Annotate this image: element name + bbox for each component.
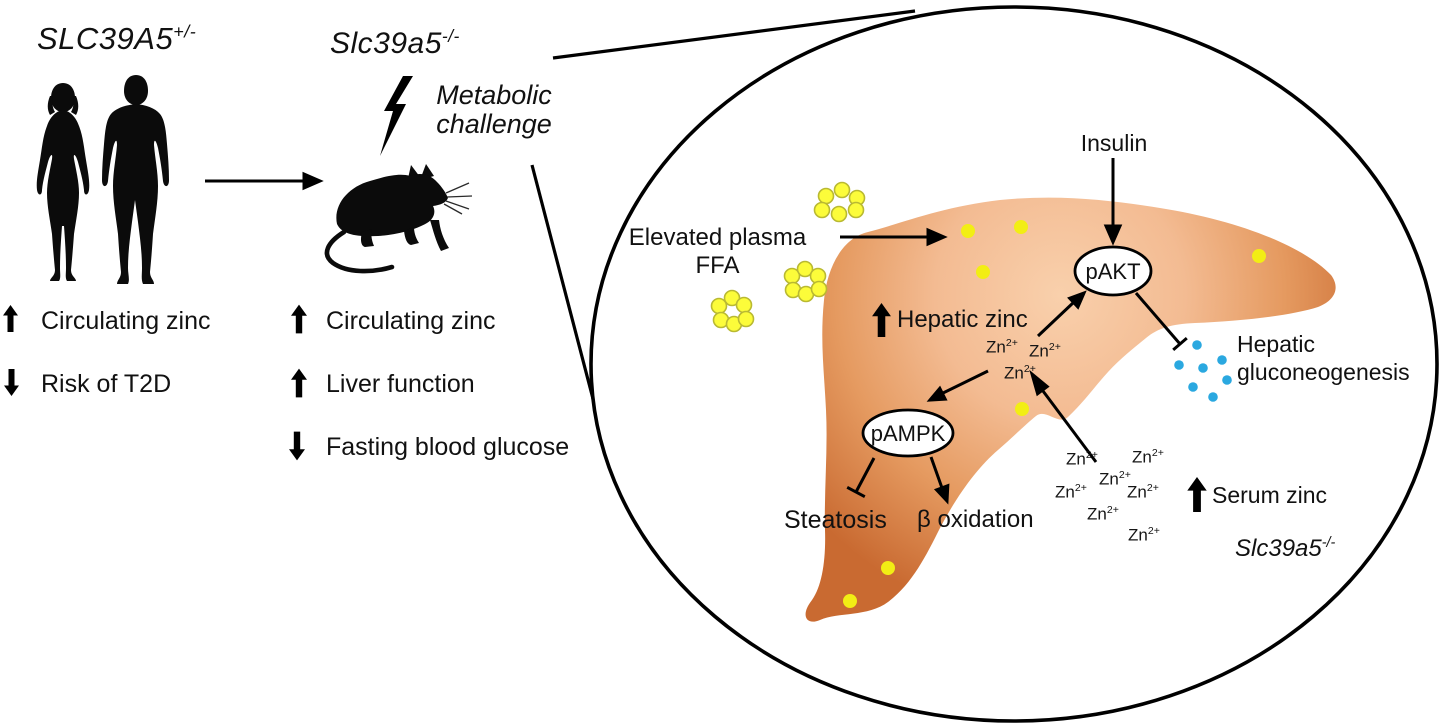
hepatic-zinc-label: Hepatic zinc bbox=[897, 306, 1028, 333]
glucose-dots bbox=[1174, 340, 1232, 402]
mouse-whiskers bbox=[443, 182, 473, 215]
zinc-to-pakt-arrow bbox=[1036, 300, 1076, 338]
male-silhouette-icon bbox=[102, 75, 169, 284]
down-arrow-icon bbox=[4, 369, 19, 396]
metabolic-challenge-label: Metabolic challenge bbox=[436, 80, 552, 139]
pakt-node bbox=[1073, 245, 1153, 297]
hepatic-gluconeogenesis-label: Hepatic gluconeogenesis bbox=[1237, 331, 1410, 385]
ffa-cluster-3 bbox=[710, 289, 755, 333]
zinc-to-pampk-arrow bbox=[940, 369, 989, 396]
pampk-inhibits-steatosis-tbar bbox=[854, 457, 876, 493]
serum-zinc-label: Serum zinc bbox=[1212, 482, 1328, 508]
zoom-line-top bbox=[552, 9, 916, 60]
female-silhouette-icon bbox=[36, 83, 90, 281]
mouse-icon bbox=[324, 164, 473, 274]
pampk-to-betaox-arrow bbox=[929, 456, 944, 489]
pampk-label: pAMPK bbox=[870, 421, 946, 446]
elevated-plasma-ffa-label: Elevated plasma FFA bbox=[628, 224, 807, 279]
mouse-effect-circulating-zinc: Circulating zinc bbox=[326, 307, 496, 335]
pathway-arrows bbox=[205, 158, 1188, 505]
ffa-cluster-2 bbox=[783, 260, 828, 303]
mouse-effect-fasting-glucose: Fasting blood glucose bbox=[326, 433, 570, 461]
pakt-label: pAKT bbox=[1085, 259, 1141, 284]
zinc-ion-label: Zn2+ bbox=[1128, 525, 1160, 545]
beta-oxidation-label: β oxidation bbox=[917, 506, 1034, 533]
pakt-inhibits-gluconeogenesis-tbar bbox=[1134, 292, 1182, 345]
ffa-clusters bbox=[710, 181, 866, 333]
zinc-ion-label: Zn2+ bbox=[1127, 482, 1159, 502]
down-arrow-icon bbox=[289, 431, 305, 461]
mouse-effect-liver-function: Liver function bbox=[326, 370, 475, 398]
human-effect-circulating-zinc: Circulating zinc bbox=[41, 307, 211, 335]
up-arrow-icon bbox=[291, 368, 307, 398]
liver-shape bbox=[805, 197, 1336, 622]
magnified-genotype-label: Slc39a5-/- bbox=[1235, 535, 1336, 562]
up-arrow-icon bbox=[291, 304, 307, 334]
insulin-label: Insulin bbox=[1080, 130, 1148, 156]
mouse-genotype-title: Slc39a5-/- bbox=[330, 26, 460, 60]
zinc-ion-label: Zn2+ bbox=[1099, 469, 1131, 489]
zoom-line-bottom bbox=[530, 164, 600, 419]
zinc-ion-label: Zn2+ bbox=[1132, 447, 1164, 467]
lipid-droplets bbox=[843, 220, 1266, 608]
zinc-ion-label: Zn2+ bbox=[1029, 341, 1061, 361]
human-genotype-title: SLC39A5+/- bbox=[37, 21, 197, 56]
zinc-ion-label: Zn2+ bbox=[1004, 363, 1036, 383]
lightning-bolt-icon bbox=[380, 76, 413, 156]
pampk-node bbox=[861, 408, 955, 458]
ffa-cluster-1 bbox=[813, 181, 866, 223]
steatosis-label: Steatosis bbox=[784, 506, 887, 534]
zinc-ion-label: Zn2+ bbox=[1066, 449, 1098, 469]
zinc-ion-label: Zn2+ bbox=[1055, 482, 1087, 502]
up-arrow-icon bbox=[3, 305, 18, 332]
human-effect-risk-t2d: Risk of T2D bbox=[41, 370, 172, 398]
serum-zinc-import-arrow bbox=[1041, 390, 1098, 463]
zinc-ion-label: Zn2+ bbox=[1087, 504, 1119, 524]
zinc-ion-label: Zn2+ bbox=[986, 337, 1018, 357]
mouse-tail bbox=[324, 229, 395, 274]
